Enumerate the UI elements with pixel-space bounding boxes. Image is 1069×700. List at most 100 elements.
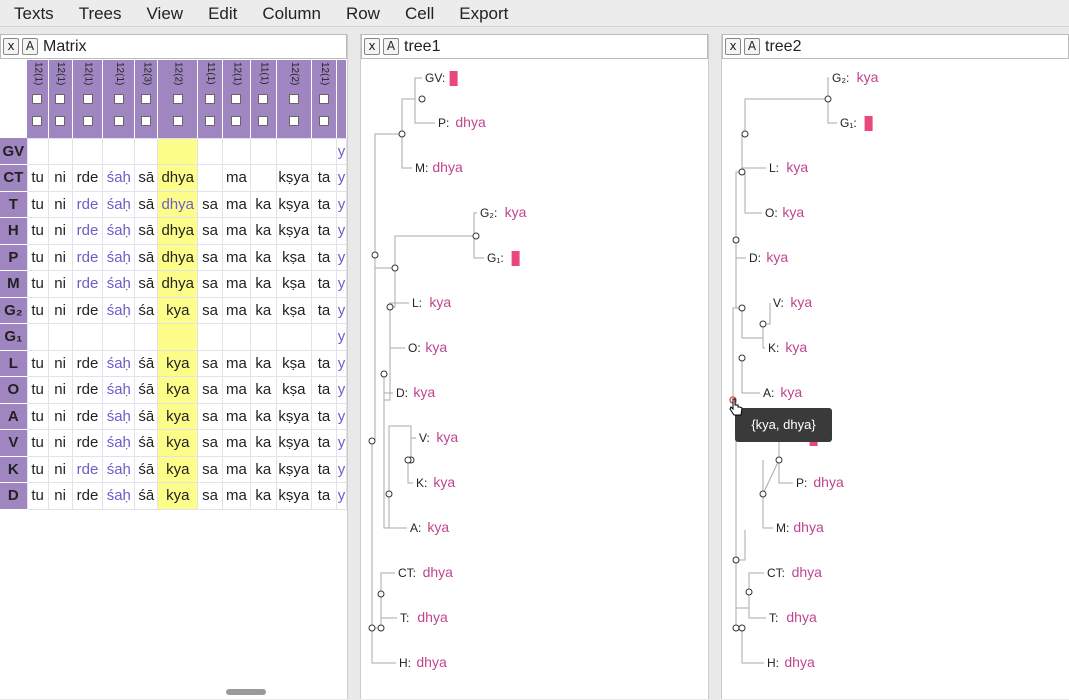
- matrix-cell[interactable]: ta: [311, 217, 338, 245]
- column-checkbox[interactable]: [32, 94, 43, 104]
- matrix-cell[interactable]: tu: [27, 217, 49, 245]
- menu-view[interactable]: View: [146, 3, 184, 23]
- matrix-cell[interactable]: sā: [134, 244, 159, 271]
- matrix-cell[interactable]: śa: [134, 297, 159, 324]
- matrix-cell[interactable]: rde: [72, 244, 104, 271]
- matrix-cell[interactable]: ma: [222, 376, 251, 404]
- matrix-cell[interactable]: ni: [48, 482, 73, 510]
- matrix-cell[interactable]: [197, 138, 223, 165]
- row-header[interactable]: GV: [0, 138, 28, 165]
- matrix-cell[interactable]: rde: [72, 270, 104, 298]
- matrix-cell[interactable]: tu: [27, 403, 49, 430]
- matrix-cell[interactable]: tu: [27, 482, 49, 510]
- tree-node[interactable]: [472, 232, 480, 240]
- matrix-cell[interactable]: sa: [197, 429, 223, 457]
- column-checkbox[interactable]: [288, 116, 299, 126]
- column-checkbox[interactable]: [172, 116, 183, 126]
- matrix-cell[interactable]: tu: [27, 376, 49, 404]
- matrix-cell[interactable]: [197, 164, 223, 192]
- matrix-cell[interactable]: ni: [48, 403, 73, 430]
- matrix-cell[interactable]: rde: [72, 297, 104, 324]
- matrix-cell[interactable]: ni: [48, 376, 73, 404]
- matrix-cell[interactable]: ma: [222, 350, 251, 377]
- matrix-cell[interactable]: [48, 138, 73, 165]
- a-button[interactable]: A: [744, 38, 760, 55]
- matrix-cell[interactable]: kṣya: [276, 164, 312, 192]
- matrix-cell[interactable]: sa: [197, 403, 223, 430]
- column-checkbox[interactable]: [231, 116, 242, 126]
- tree-node[interactable]: [377, 590, 385, 598]
- matrix-cell[interactable]: ka: [250, 429, 277, 457]
- matrix-cell[interactable]: tu: [27, 244, 49, 271]
- tree-node[interactable]: [732, 236, 740, 244]
- matrix-cell[interactable]: rde: [72, 350, 104, 377]
- matrix-cell[interactable]: ma: [222, 270, 251, 298]
- matrix-cell[interactable]: śaḥ: [102, 217, 136, 245]
- column-checkbox[interactable]: [141, 94, 152, 104]
- close-button[interactable]: x: [364, 38, 380, 55]
- matrix-cell[interactable]: kṣya: [276, 191, 312, 218]
- tree-node[interactable]: [741, 130, 749, 138]
- matrix-cell[interactable]: ni: [48, 429, 73, 457]
- matrix-cell[interactable]: ni: [48, 350, 73, 377]
- matrix-cell[interactable]: śaḥ: [102, 297, 136, 324]
- horizontal-scrollbar[interactable]: [226, 689, 266, 695]
- matrix-cell[interactable]: śaḥ: [102, 403, 136, 430]
- matrix-cell[interactable]: sā: [134, 217, 159, 245]
- matrix-cell[interactable]: [250, 164, 277, 192]
- matrix-cell[interactable]: ka: [250, 244, 277, 271]
- matrix-cell[interactable]: ta: [311, 456, 338, 483]
- column-header[interactable]: 11(1): [250, 60, 277, 139]
- matrix-cell[interactable]: śaḥ: [102, 456, 136, 483]
- matrix-cell[interactable]: rde: [72, 482, 104, 510]
- tree-node[interactable]: [380, 370, 388, 378]
- row-header[interactable]: G₂: [0, 297, 28, 324]
- matrix-cell[interactable]: śā: [134, 403, 159, 430]
- matrix-cell[interactable]: śā: [134, 376, 159, 404]
- matrix-cell[interactable]: sa: [197, 244, 223, 271]
- matrix-cell[interactable]: rde: [72, 376, 104, 404]
- matrix-cell[interactable]: tu: [27, 164, 49, 192]
- column-checkbox[interactable]: [288, 94, 299, 104]
- matrix-cell[interactable]: rde: [72, 429, 104, 457]
- menu-trees[interactable]: Trees: [78, 3, 122, 23]
- matrix-cell[interactable]: śaḥ: [102, 350, 136, 377]
- matrix-cell[interactable]: [222, 138, 251, 165]
- matrix-cell[interactable]: dhya: [157, 270, 199, 298]
- matrix-cell[interactable]: śā: [134, 350, 159, 377]
- matrix-cell[interactable]: [134, 323, 159, 351]
- tree-node[interactable]: [824, 95, 832, 103]
- matrix-cell[interactable]: śā: [134, 482, 159, 510]
- matrix-cell[interactable]: tu: [27, 350, 49, 377]
- a-button[interactable]: A: [22, 38, 38, 55]
- matrix-cell[interactable]: ka: [250, 217, 277, 245]
- matrix-cell[interactable]: kya: [157, 456, 199, 483]
- tree-node[interactable]: [738, 168, 746, 176]
- matrix-cell[interactable]: ni: [48, 244, 73, 271]
- column-header[interactable]: 12(1): [311, 60, 338, 139]
- matrix-cell[interactable]: tu: [27, 429, 49, 457]
- matrix-cell[interactable]: śā: [134, 429, 159, 457]
- matrix-cell[interactable]: ka: [250, 482, 277, 510]
- matrix-cell[interactable]: ni: [48, 164, 73, 192]
- tree-node[interactable]: [732, 556, 740, 564]
- matrix-cell[interactable]: ka: [250, 350, 277, 377]
- matrix-cell[interactable]: śaḥ: [102, 270, 136, 298]
- matrix-cell[interactable]: śaḥ: [102, 429, 136, 457]
- matrix-cell[interactable]: kṣya: [276, 482, 312, 510]
- column-checkbox[interactable]: [205, 116, 216, 126]
- tree-node[interactable]: [775, 456, 783, 464]
- row-header[interactable]: H: [0, 217, 28, 245]
- matrix-cell[interactable]: [250, 138, 277, 165]
- matrix-cell[interactable]: ma: [222, 191, 251, 218]
- tree-node[interactable]: [738, 624, 746, 632]
- matrix-cell[interactable]: sa: [197, 270, 223, 298]
- matrix-cell[interactable]: [134, 138, 159, 165]
- matrix-cell[interactable]: rde: [72, 164, 104, 192]
- matrix-cell[interactable]: ta: [311, 403, 338, 430]
- matrix-cell[interactable]: rde: [72, 191, 104, 218]
- matrix-cell[interactable]: śaḥ: [102, 164, 136, 192]
- column-header[interactable]: 12(2): [276, 60, 312, 139]
- tree-node[interactable]: [732, 624, 740, 632]
- matrix-cell[interactable]: ni: [48, 456, 73, 483]
